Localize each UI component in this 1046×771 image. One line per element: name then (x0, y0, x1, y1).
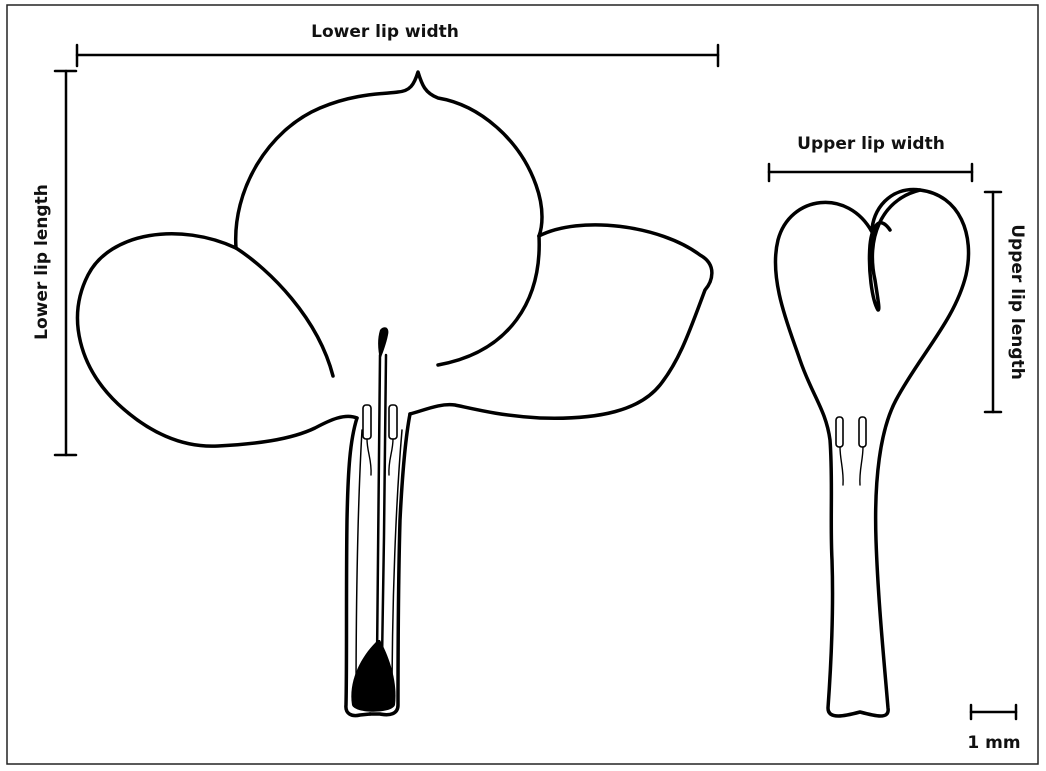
right-lobe-outline (410, 225, 712, 418)
upper-lip-width-label: Upper lip width (797, 134, 945, 154)
lower-lip-flower (78, 72, 712, 716)
upper-lip-length-label: Upper lip length (1007, 224, 1027, 380)
upper-lip-flower (775, 190, 968, 716)
ovary (351, 640, 395, 712)
lower-lip-length-label: Lower lip length (32, 184, 52, 340)
lower-lip-length-bar (55, 71, 76, 455)
lower-lip-width-bar (77, 45, 718, 66)
upper-stamens (836, 417, 866, 485)
left-lobe-outline (78, 234, 357, 446)
lower-lip-width-label: Lower lip width (311, 22, 459, 42)
scale-bar-label: 1 mm (967, 733, 1020, 753)
upper-lip-width-bar (769, 164, 972, 181)
lower-lip-outline (236, 72, 542, 248)
scale-bar (971, 705, 1016, 719)
upper-lip-length-bar (985, 192, 1001, 412)
